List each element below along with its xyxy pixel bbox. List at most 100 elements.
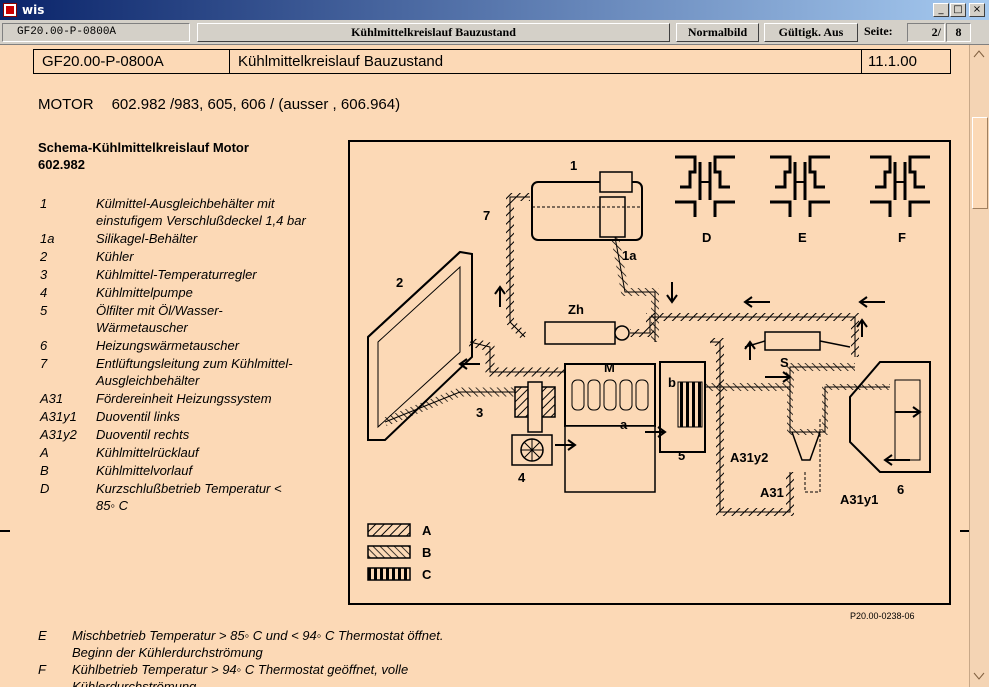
key-label-c: C <box>422 567 432 582</box>
legend-key: 3 <box>40 267 48 282</box>
label-a31y1: A31y1 <box>840 492 878 507</box>
header-doc-id: GF20.00-P-0800A <box>34 50 230 73</box>
coolant-pump <box>511 434 553 466</box>
engine-block <box>564 363 656 493</box>
label-5: 5 <box>678 448 685 463</box>
label-s: S <box>780 355 789 370</box>
mode-item: F Kühlbetrieb Temperatur > 94◦ C Thermost… <box>38 661 558 687</box>
scrollbar-thumb[interactable] <box>972 117 988 209</box>
window-title: wis <box>22 3 45 17</box>
legend-text: Fördereinheit Heizungssystem <box>96 391 272 406</box>
legend-key: 6 <box>40 338 48 353</box>
key-label-a: A <box>422 523 432 538</box>
toolbar-doc-title[interactable]: Kühlmittelkreislauf Bauzustand <box>197 23 670 42</box>
label-1: 1 <box>570 158 577 173</box>
label-d: D <box>702 230 711 245</box>
legend-key: D <box>40 481 50 496</box>
legend-item: 5 Ölfilter mit Öl/Wasser-Wärmetauscher <box>40 302 330 336</box>
mode-key: E <box>38 628 47 643</box>
legend-item: 7 Entlüftungsleitung zum Kühlmittel-Ausgl… <box>40 355 330 389</box>
document-content: GF20.00-P-0800A Kühlmittelkreislauf Bauz… <box>0 45 969 687</box>
legend-text: Entlüftungsleitung zum Kühlmittel-Ausgle… <box>96 356 293 388</box>
scroll-down-icon[interactable] <box>970 669 988 683</box>
oil-filter <box>659 361 706 453</box>
label-4: 4 <box>518 470 526 485</box>
page-label: Seite: <box>864 24 893 38</box>
motor-models: 602.982 /983, 605, 606 / (ausser , 606.9… <box>111 96 401 113</box>
label-a31y2: A31y2 <box>730 450 768 465</box>
pattern-key: A B C <box>367 523 432 582</box>
maximize-button[interactable]: □ <box>950 3 966 17</box>
legend-text: Silikagel-Behälter <box>96 231 198 246</box>
mode-key: F <box>38 662 46 677</box>
legend-item: 4 Kühlmittelpumpe <box>40 284 330 301</box>
document-header-table: GF20.00-P-0800A Kühlmittelkreislauf Bauz… <box>33 49 951 74</box>
minimize-button[interactable]: _ <box>933 3 949 17</box>
legend-key: A31y2 <box>40 427 77 442</box>
legend-text: Kühlmittelrücklauf <box>96 445 199 460</box>
figure-code: P20.00-0238-06 <box>850 611 915 621</box>
close-button[interactable]: × <box>969 3 985 17</box>
key-swatch-b <box>367 545 411 559</box>
gueltigkeit-aus-button[interactable]: Gültigk. Aus <box>764 23 858 42</box>
expansion-tank <box>531 171 643 241</box>
radiator <box>367 250 473 441</box>
label-f: F <box>898 230 906 245</box>
label-2: 2 <box>396 275 403 290</box>
vertical-scrollbar[interactable] <box>969 45 989 687</box>
legend-key: 5 <box>40 303 48 318</box>
mode-item: E Mischbetrieb Temperatur > 85◦ C und < 9… <box>38 627 558 661</box>
left-page-marker <box>0 530 10 532</box>
mode-text: Mischbetrieb Temperatur > 85◦ C und < 94… <box>72 628 444 660</box>
motor-label: MOTOR <box>38 96 94 113</box>
legend-text: Duoventil links <box>96 409 180 424</box>
legend-item: A31y1 Duoventil links <box>40 408 330 425</box>
thermostat-detail-d <box>675 155 735 217</box>
window-titlebar: wis _ □ × <box>0 0 989 20</box>
label-a: a <box>620 417 628 432</box>
label-a31: A31 <box>760 485 784 500</box>
motor-line: MOTOR 602.982 /983, 605, 606 / (ausser , … <box>38 96 400 113</box>
legend-text: Ölfilter mit Öl/Wasser-Wärmetauscher <box>96 303 223 335</box>
legend-item: 1a Silikagel-Behälter <box>40 230 330 247</box>
thermostat-detail-f <box>870 155 930 217</box>
legend-key: B <box>40 463 49 478</box>
key-swatch-a <box>367 523 411 537</box>
legend-text: Kurzschlußbetrieb Temperatur < 85◦ C <box>96 481 282 513</box>
legend-key: 7 <box>40 356 48 371</box>
label-b: b <box>668 375 676 390</box>
flow-arrows <box>458 282 922 466</box>
scroll-up-icon[interactable] <box>970 47 988 61</box>
thermostat-detail-e <box>770 155 830 217</box>
legend-text: Duoventil rechts <box>96 427 190 442</box>
legend-key: A31y1 <box>40 409 77 424</box>
legend-item: A31y2 Duoventil rechts <box>40 426 330 443</box>
legend-key: A31 <box>40 391 64 406</box>
legend-key: 4 <box>40 285 48 300</box>
header-doc-title: Kühlmittelkreislauf Bauzustand <box>230 50 862 73</box>
right-page-marker <box>960 530 969 532</box>
key-label-b: B <box>422 545 431 560</box>
page-current-field[interactable]: 2/ <box>907 23 945 42</box>
label-7: 7 <box>483 208 490 223</box>
circuit-schematic: 1 1a 2 3 4 5 6 7 Zh M S a b D E F A31y2 … <box>367 155 931 582</box>
mode-legend: E Mischbetrieb Temperatur > 85◦ C und < 9… <box>38 627 558 687</box>
legend-text: Kühlmittelpumpe <box>96 285 193 300</box>
label-zh: Zh <box>568 302 584 317</box>
legend-item: D Kurzschlußbetrieb Temperatur < 85◦ C <box>40 480 330 514</box>
legend-key: 1a <box>40 231 55 246</box>
label-m: M <box>604 360 615 375</box>
legend-text: Kühlmittel-Temperaturregler <box>96 267 257 282</box>
app-icon <box>3 3 17 17</box>
valve-s <box>744 331 851 351</box>
schema-title: Schema-Kühlmittelkreislauf Motor 602.982 <box>38 140 249 172</box>
normalbild-button[interactable]: Normalbild <box>676 23 759 42</box>
legend-key: 2 <box>40 249 48 264</box>
legend-key: A <box>40 445 49 460</box>
mode-text: Kühlbetrieb Temperatur > 94◦ C Thermosta… <box>72 662 409 687</box>
legend-item: A31 Fördereinheit Heizungssystem <box>40 390 330 407</box>
